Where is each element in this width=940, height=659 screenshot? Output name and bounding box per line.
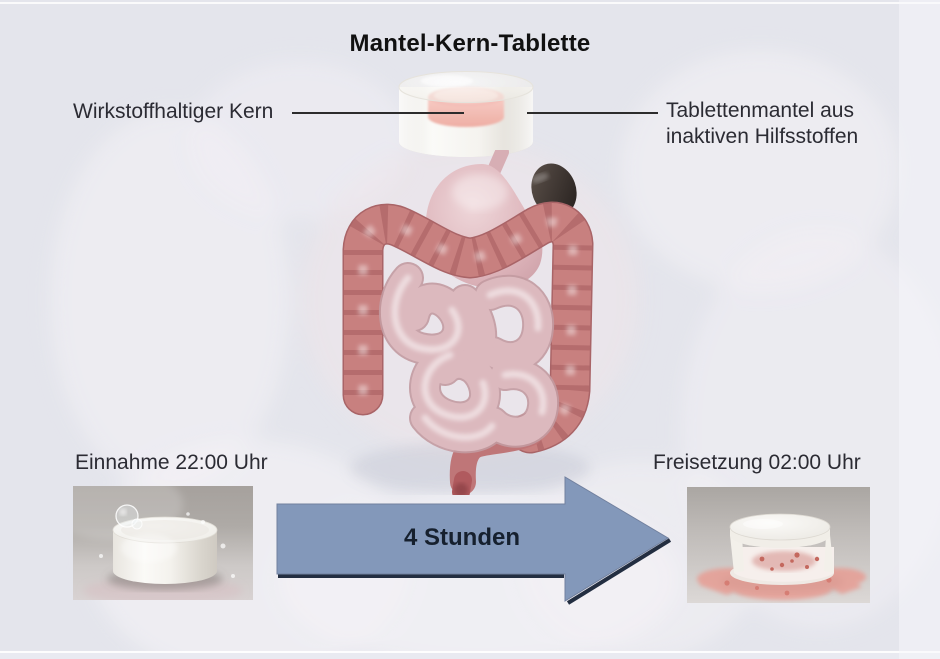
coat-label: Tablettenmantel aus inaktiven Hilfsstoff… [666,98,858,150]
coat-label-line2: inaktiven Hilfsstoffen [666,125,859,148]
gi-tract-illustration [342,150,594,495]
duration-arrow [276,476,672,605]
intake-photo [73,486,253,600]
leader-line-coat [527,112,658,114]
top-border-line [0,2,940,4]
page-title: Mantel-Kern-Tablette [349,30,591,57]
bottom-border-line [0,651,940,653]
release-time-label: Freisetzung 02:00 Uhr [653,451,861,474]
right-edge-highlight [899,0,940,659]
bottom-edge-strip [0,653,940,659]
duration-label: 4 Stunden [403,524,520,551]
leader-line-core [292,112,464,114]
release-photo [687,487,870,603]
intake-time-label: Einnahme 22:00 Uhr [75,451,268,474]
tablet-cross-section-illustration [398,71,534,157]
coat-label-line1: Tablettenmantel aus [666,99,854,122]
core-label: Wirkstoffhaltiger Kern [73,100,274,123]
